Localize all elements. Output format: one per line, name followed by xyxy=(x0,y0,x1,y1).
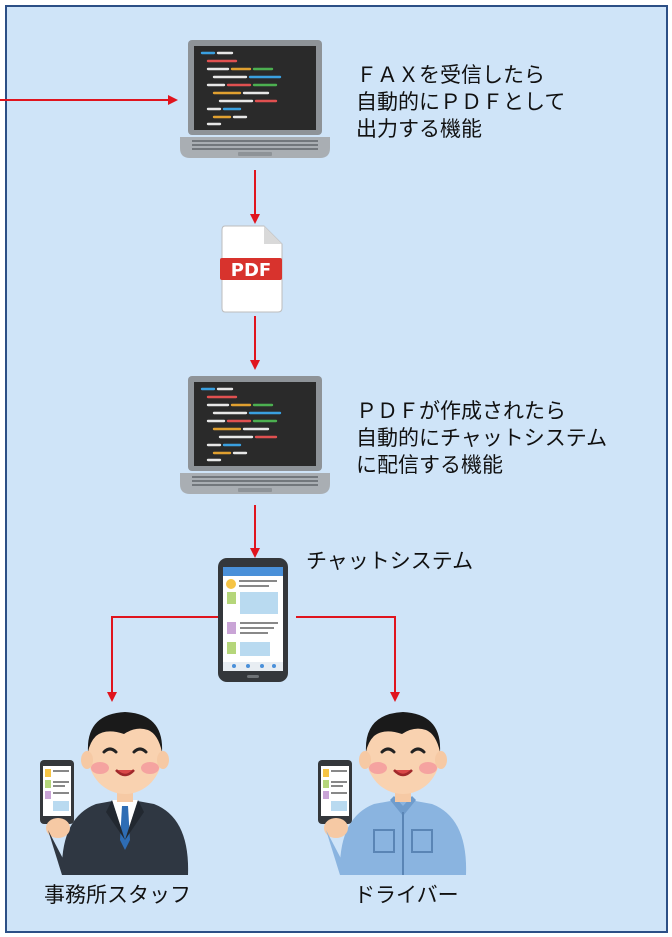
pdf-to-chat-caption: ＰＤＦが作成されたら 自動的にチャットシステム に配信する機能 xyxy=(356,398,607,479)
fax-caption-line-2: 自動的にＰＤＦとして xyxy=(356,90,566,114)
chat-caption-line-1: ＰＤＦが作成されたら xyxy=(356,399,566,423)
pdf-file-icon: PDF xyxy=(220,225,283,313)
arrow-phone-to-staff xyxy=(107,616,218,702)
driver-icon xyxy=(318,712,467,875)
chat-caption-line-3: に配信する機能 xyxy=(356,453,503,477)
arrow-phone-to-driver xyxy=(296,616,400,702)
smartphone-chat-icon xyxy=(218,558,288,682)
laptop-code-icon-2 xyxy=(180,376,330,494)
office-staff-label: 事務所スタッフ xyxy=(44,883,191,907)
fax-caption-line-3: 出力する機能 xyxy=(356,117,482,141)
fax-caption-line-1: ＦＡＸを受信したら xyxy=(356,63,545,87)
driver-label: ドライバー xyxy=(354,883,459,907)
laptop-code-icon xyxy=(180,40,330,158)
fax-to-pdf-caption: ＦＡＸを受信したら 自動的にＰＤＦとして 出力する機能 xyxy=(356,62,565,143)
office-staff-icon xyxy=(40,712,189,875)
chat-caption-line-2: 自動的にチャットシステム xyxy=(356,426,608,450)
chat-system-label: チャットシステム xyxy=(306,549,474,573)
pdf-badge-label: PDF xyxy=(231,260,271,281)
